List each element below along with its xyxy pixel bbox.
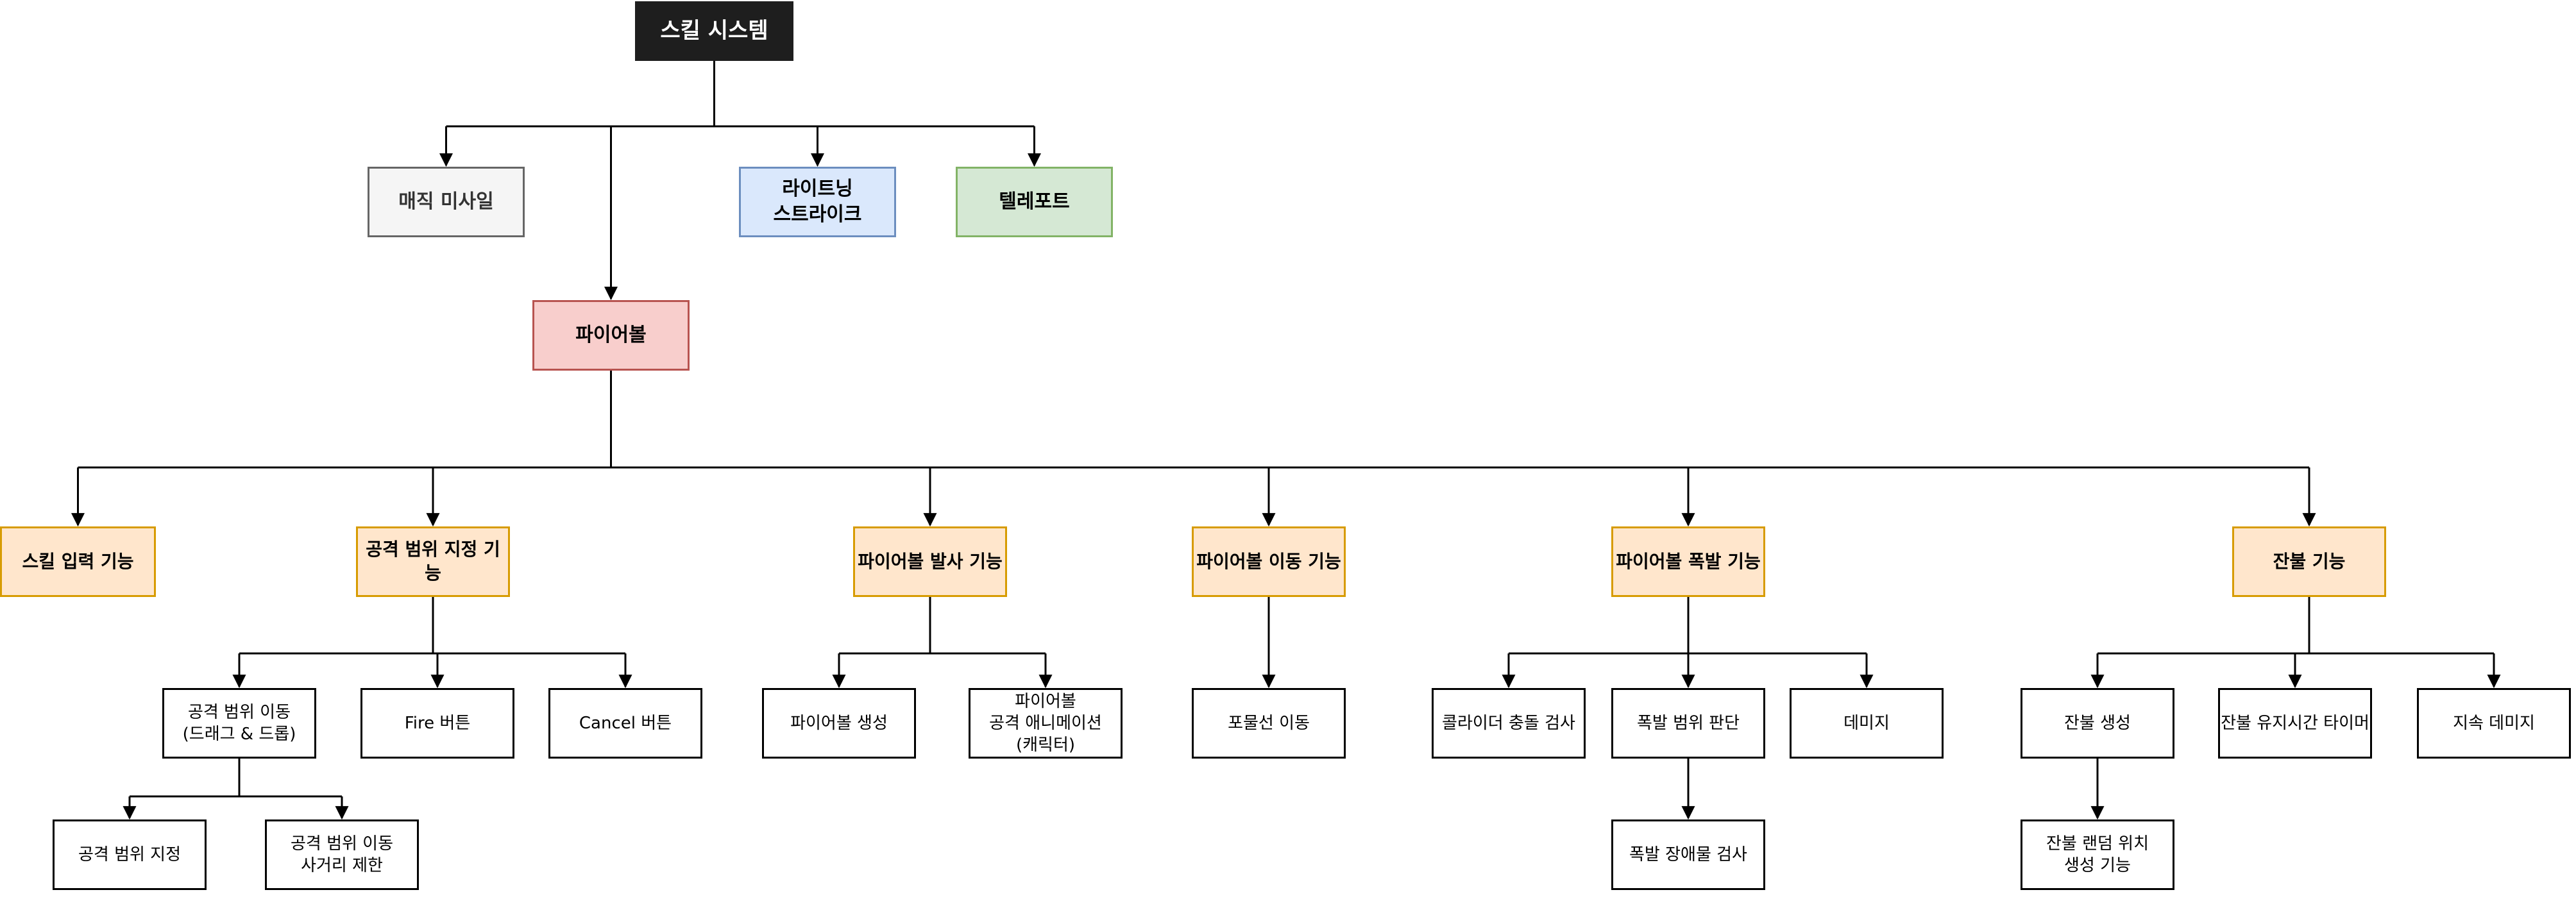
node-f_input[interactable]: 스킬 입력 기능: [0, 526, 156, 597]
node-f_explode[interactable]: 파이어볼 폭발 기능: [1611, 526, 1765, 597]
node-n_obstacle[interactable]: 폭발 장애물 검사: [1611, 819, 1765, 890]
node-n_parabola[interactable]: 포물선 이동: [1192, 688, 1346, 759]
node-label: Fire 버튼: [404, 713, 471, 733]
node-label: 스킬 입력 기능: [22, 550, 134, 572]
node-label: 파이어볼 이동 기능: [1196, 550, 1341, 572]
node-f_range[interactable]: 공격 범위 지정 기능: [356, 526, 510, 597]
node-label: 텔레포트: [999, 190, 1070, 214]
node-n_range_set[interactable]: 공격 범위 지정: [53, 819, 207, 890]
node-label: 데미지: [1843, 713, 1890, 733]
node-label: 공격 범위 지정 기능: [366, 539, 500, 584]
node-label: 파이어볼 폭발 기능: [1616, 550, 1761, 572]
node-label: 파이어볼 생성: [790, 713, 888, 733]
node-label: Cancel 버튼: [579, 713, 672, 733]
node-n_ember_create[interactable]: 잔불 생성: [2021, 688, 2174, 759]
node-n_range_limit[interactable]: 공격 범위 이동 사거리 제한: [265, 819, 419, 890]
node-root[interactable]: 스킬 시스템: [635, 1, 793, 61]
node-label: 잔불 기능: [2273, 550, 2346, 572]
node-label: 잔불 유지시간 타이머: [2221, 713, 2369, 733]
node-n_dot_damage[interactable]: 지속 데미지: [2417, 688, 2571, 759]
node-label: 폭발 장애물 검사: [1629, 844, 1747, 864]
node-label: 잔불 생성: [2064, 713, 2131, 733]
node-n_fb_anim[interactable]: 파이어볼 공격 애니메이션 (캐릭터): [969, 688, 1123, 759]
node-f_move[interactable]: 파이어볼 이동 기능: [1192, 526, 1346, 597]
node-teleport[interactable]: 텔레포트: [956, 167, 1113, 237]
node-label: 공격 범위 이동 사거리 제한: [290, 834, 394, 875]
node-lightning[interactable]: 라이트닝 스트라이크: [739, 167, 896, 237]
node-label: 포물선 이동: [1228, 713, 1310, 733]
node-fireball[interactable]: 파이어볼: [532, 300, 690, 371]
node-n_rangemove[interactable]: 공격 범위 이동 (드래그 & 드롭): [162, 688, 316, 759]
node-label: 파이어볼: [575, 324, 647, 347]
node-label: 폭발 범위 판단: [1636, 713, 1740, 733]
node-f_fire[interactable]: 파이어볼 발사 기능: [853, 526, 1007, 597]
node-label: 파이어볼 공격 애니메이션 (캐릭터): [989, 691, 1102, 755]
node-n_blastrange[interactable]: 폭발 범위 판단: [1611, 688, 1765, 759]
node-n_ember_random[interactable]: 잔불 랜덤 위치 생성 기능: [2021, 819, 2174, 890]
node-label: 잔불 랜덤 위치 생성 기능: [2046, 834, 2149, 875]
node-label: 지속 데미지: [2453, 713, 2535, 733]
node-label: 공격 범위 이동 (드래그 & 드롭): [182, 702, 296, 744]
node-n_fb_create[interactable]: 파이어볼 생성: [762, 688, 916, 759]
node-magic_missile[interactable]: 매직 미사일: [368, 167, 525, 237]
node-n_fire_btn[interactable]: Fire 버튼: [360, 688, 514, 759]
node-label: 매직 미사일: [398, 190, 494, 214]
node-label: 스킬 시스템: [660, 18, 768, 44]
node-n_cancel_btn[interactable]: Cancel 버튼: [548, 688, 702, 759]
node-label: 라이트닝 스트라이크: [773, 178, 862, 226]
node-f_ember[interactable]: 잔불 기능: [2232, 526, 2386, 597]
node-n_collider[interactable]: 콜라이더 충돌 검사: [1432, 688, 1586, 759]
node-n_ember_timer[interactable]: 잔불 유지시간 타이머: [2218, 688, 2372, 759]
node-label: 파이어볼 발사 기능: [858, 550, 1003, 572]
node-label: 콜라이더 충돌 검사: [1442, 713, 1575, 733]
node-n_damage[interactable]: 데미지: [1790, 688, 1944, 759]
node-label: 공격 범위 지정: [78, 844, 182, 864]
